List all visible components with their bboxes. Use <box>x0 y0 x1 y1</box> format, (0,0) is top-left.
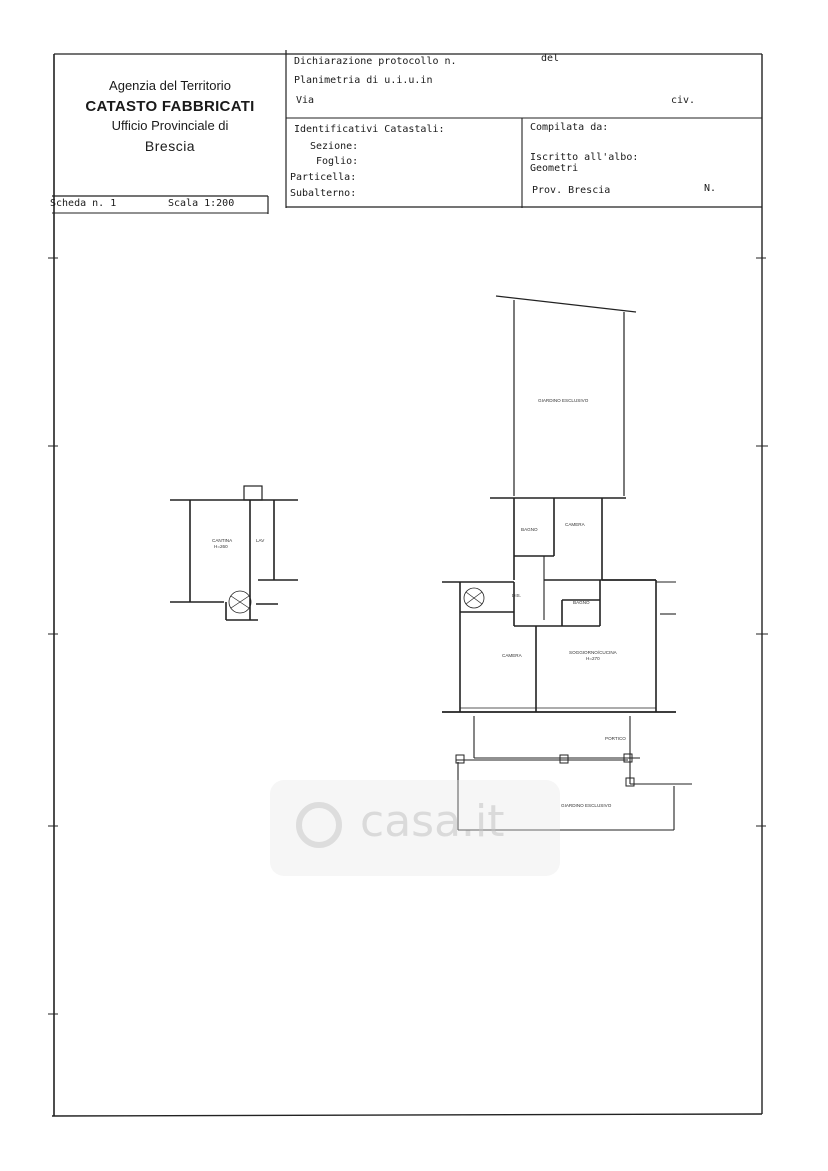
office-name: Ufficio Provinciale di <box>111 118 229 133</box>
albo-value: Geometri <box>530 163 579 174</box>
room-camera-2: CAMERA <box>502 653 522 658</box>
agency-name: Agenzia del Territorio <box>109 78 231 93</box>
room-soggiorno: SOGGIORNO/CUCINA <box>569 650 617 655</box>
sheet-frame <box>48 50 768 1117</box>
house-logo-icon <box>296 802 342 848</box>
planimetria-label: Planimetria di u.i.u.in <box>294 75 433 86</box>
main-floor-plan <box>442 295 692 831</box>
office-block: Agenzia del Territorio CATASTO FABBRICAT… <box>54 56 286 196</box>
numero-label: N. <box>704 183 717 194</box>
via-label: Via <box>296 95 315 106</box>
subalterno-label: Subalterno: <box>290 188 357 199</box>
scheda-label: Scheda n. 1 <box>50 198 117 209</box>
office-city: Brescia <box>144 138 196 154</box>
room-bagno-2: BAGNO <box>573 600 590 605</box>
room-cantina-height: H=260 <box>214 544 228 549</box>
room-dis: DIS. <box>512 593 521 598</box>
particella-label: Particella: <box>290 172 357 183</box>
cellar-plan <box>170 485 298 621</box>
foglio-label: Foglio: <box>316 156 359 167</box>
civ-label: civ. <box>671 95 696 106</box>
room-bagno-1: BAGNO <box>521 527 538 532</box>
sezione-label: Sezione: <box>310 141 359 152</box>
watermark-text: casa.it <box>360 796 505 847</box>
room-lav: LAV <box>256 538 265 543</box>
room-camera-1: CAMERA <box>565 522 585 527</box>
compilata-label: Compilata da: <box>530 122 609 133</box>
scala-label: Scala 1:200 <box>168 198 235 209</box>
catasto-title: CATASTO FABBRICATI <box>85 98 255 115</box>
room-giardino-top: GIARDINO ESCLUSIVO <box>538 398 589 403</box>
room-giardino-bottom: GIARDINO ESCLUSIVO <box>561 803 612 808</box>
del-label: del <box>541 53 560 64</box>
room-soggiorno-height: H=270 <box>586 656 600 661</box>
protocol-label: Dichiarazione protocollo n. <box>294 56 457 67</box>
room-cantina: CANTINA <box>212 538 233 543</box>
room-portico: PORTICO <box>605 736 626 741</box>
identificativi-title: Identificativi Catastali: <box>294 124 445 135</box>
prov-label: Prov. Brescia <box>532 185 611 196</box>
iscritto-label: Iscritto all'albo: <box>530 152 639 163</box>
